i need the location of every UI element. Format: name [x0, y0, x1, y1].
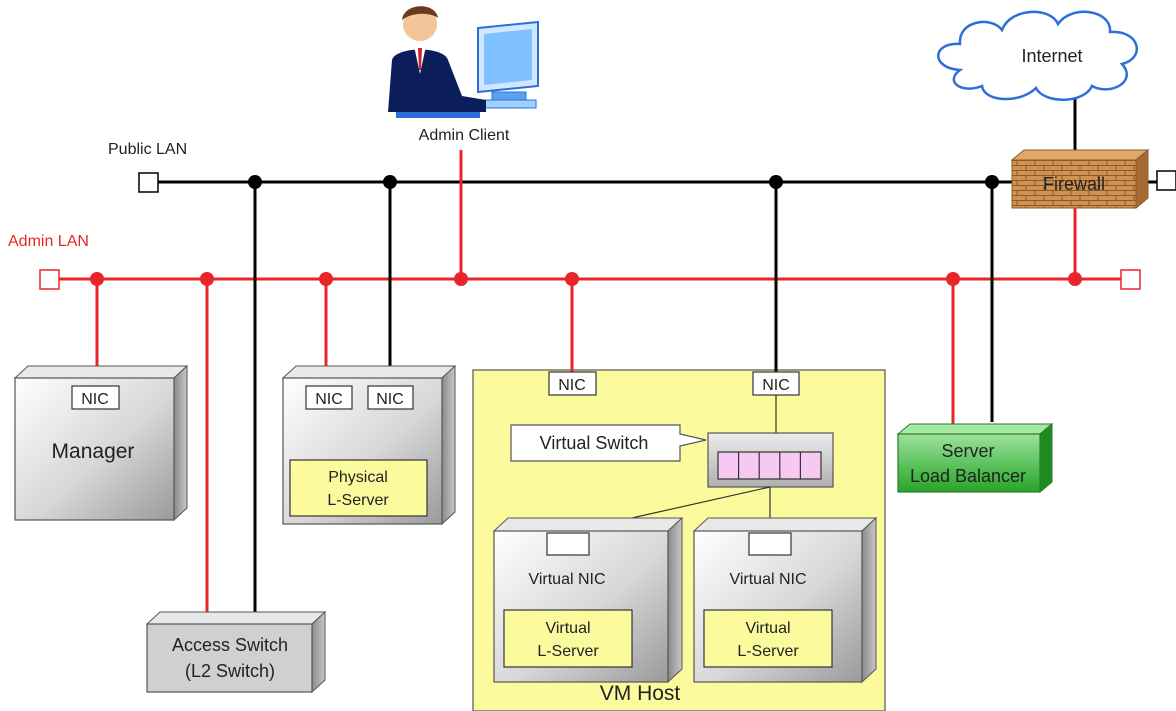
- admin-lan-connections: [95, 150, 1077, 612]
- access-switch: Access Switch (L2 Switch): [145, 610, 327, 694]
- vm1-l-server-line1: Virtual: [545, 620, 590, 637]
- admin-client-label: Admin Client: [419, 127, 510, 144]
- virtual-switch-callout: Virtual Switch: [510, 424, 707, 462]
- admin-lan-terminator-right: [1120, 269, 1141, 290]
- virtual-machine-2: Virtual NIC Virtual L-Server: [692, 516, 878, 684]
- vm1-virtual-l-server: [503, 609, 633, 668]
- public-lan-label: Public LAN: [108, 141, 187, 158]
- vm2-virtual-nic-port: [748, 532, 792, 556]
- internet: Internet: [937, 10, 1139, 101]
- vm2-l-server-line1: Virtual: [745, 620, 790, 637]
- manager-label: Manager: [52, 440, 135, 463]
- vm-host-nic-admin-label: NIC: [558, 377, 586, 394]
- public-lan-terminator-left: [138, 172, 159, 193]
- vm2-virtual-l-server: [703, 609, 833, 668]
- person-at-computer-icon: [388, 6, 539, 118]
- vm-host-nic-public-label: NIC: [762, 377, 790, 394]
- physical-nic-admin: [305, 385, 353, 410]
- physical-l-server: [289, 459, 428, 517]
- vm2-virtual-nic-label: Virtual NIC: [729, 571, 806, 588]
- cloud-icon: [937, 10, 1139, 101]
- physical-nic-admin-label: NIC: [315, 391, 343, 408]
- public-lan-terminator-right: [1156, 170, 1176, 191]
- admin-lan-terminator-left: [39, 269, 60, 290]
- manager-server: NIC Manager: [13, 364, 189, 522]
- firewall: Firewall: [1010, 148, 1150, 210]
- vm1-l-server-line2: L-Server: [537, 643, 599, 660]
- physical-server: NIC NIC Physical L-Server: [281, 364, 457, 526]
- physical-l-server-line1: Physical: [328, 469, 388, 486]
- firewall-label: Firewall: [1043, 174, 1105, 194]
- brick-wall-icon: [1010, 148, 1150, 210]
- vm2-l-server-line2: L-Server: [737, 643, 799, 660]
- junction-dots: [90, 175, 1082, 286]
- vm1-virtual-nic-label: Virtual NIC: [528, 571, 605, 588]
- access-switch-line2: (L2 Switch): [185, 661, 275, 681]
- internet-label: Internet: [1021, 46, 1082, 66]
- load-balancer-line1: Server: [941, 441, 994, 461]
- physical-l-server-line2: L-Server: [327, 492, 389, 509]
- admin-client: Admin Client: [388, 6, 539, 144]
- public-lan-connections: [253, 90, 1077, 612]
- physical-nic-public: [367, 385, 414, 410]
- server-load-balancer: Server Load Balancer: [896, 422, 1054, 494]
- vm-host-nic-public: NIC: [752, 371, 800, 396]
- physical-nic-public-label: NIC: [376, 391, 404, 408]
- load-balancer-line2: Load Balancer: [910, 466, 1026, 486]
- virtual-switch-label: Virtual Switch: [540, 433, 649, 453]
- virtual-switch: [707, 432, 834, 488]
- vm-host-nic-admin: NIC: [548, 371, 597, 396]
- virtual-machine-1: Virtual NIC Virtual L-Server: [492, 516, 684, 684]
- admin-lan-label: Admin LAN: [8, 233, 89, 250]
- access-switch-line1: Access Switch: [172, 635, 288, 655]
- vm-host-label: VM Host: [600, 682, 681, 705]
- admin-lan: Admin LAN: [8, 233, 1141, 290]
- manager-nic: [71, 385, 120, 410]
- manager-nic-label: NIC: [81, 391, 109, 408]
- vm1-virtual-nic-port: [546, 532, 590, 556]
